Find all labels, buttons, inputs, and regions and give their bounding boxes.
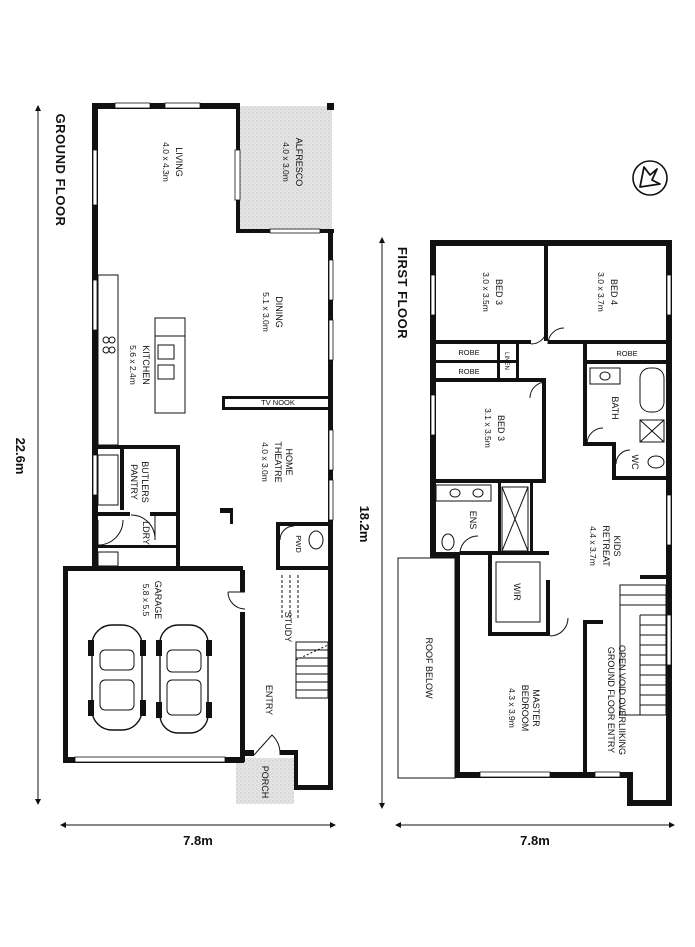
void-label-1: OPEN VOID OVERLIIKING (617, 645, 627, 755)
alfresco-label: ALFRESCO (294, 138, 304, 187)
first-depth-label: 18.2m (357, 506, 372, 543)
car-right-icon (156, 624, 212, 734)
bed3-top-size: 3.0 x 3.5m (481, 272, 491, 312)
roof-below-label: ROOF BELOW (424, 637, 434, 699)
laundry-label: LDRY (141, 521, 151, 545)
alfresco-paving (239, 106, 332, 230)
master-size: 4.3 x 3.9m (507, 688, 517, 728)
dining-label: DINING (274, 296, 284, 328)
wc-label: WC (630, 455, 640, 470)
kitchen-size: 5.6 x 2.4m (128, 345, 138, 385)
first-floor-plan: BED 3 3.0 x 3.5m BED 4 3.0 x 3.7m ROBE R… (357, 237, 675, 848)
tv-nook-label: TV NOOK (261, 398, 295, 407)
first-width-label: 7.8m (520, 833, 550, 848)
first-floor-heading: FIRST FLOOR (395, 247, 410, 339)
roof-below-outline (397, 557, 456, 779)
study-label: STUDY (283, 612, 293, 643)
north-arrow-icon (632, 160, 668, 196)
ground-stairs (281, 575, 329, 699)
retreat-label: RETREAT (601, 525, 611, 567)
kids-label: KIDS (612, 535, 622, 556)
void-label-2: GROUND FLOOR ENTRY (606, 647, 616, 753)
robe-label-2: ROBE (458, 367, 479, 376)
dining-size: 5.1 x 3.0m (261, 292, 271, 332)
entry-label: ENTRY (264, 685, 274, 715)
ground-width-label: 7.8m (183, 833, 213, 848)
ens-label: ENS (468, 511, 478, 530)
living-label: LIVING (174, 147, 184, 177)
powder-label: PWD (294, 535, 303, 553)
kids-retreat-size: 4.4 x 3.7m (588, 526, 598, 566)
home-theatre-label-2: THEATRE (273, 441, 283, 482)
bed4-size: 3.0 x 3.7m (596, 272, 606, 312)
ground-depth-label: 22.6m (13, 438, 28, 475)
alfresco-size: 4.0 x 3.0m (281, 142, 291, 182)
wir-label: WIR (512, 583, 522, 601)
robe-label-1: ROBE (458, 348, 479, 357)
bed3-top-label: BED 3 (494, 279, 504, 305)
pantry-label: PANTRY (129, 464, 139, 500)
bed3-mid-size: 3.1 x 3.5m (483, 408, 493, 448)
linen-label: LINEN (503, 352, 509, 370)
bed4-label: BED 4 (609, 279, 619, 305)
kitchen-label: KITCHEN (141, 345, 151, 385)
bathtub-icon (639, 367, 665, 413)
ground-floor-plan: LIVING 4.0 x 4.3m ALFRESCO 4.0 x 3.0m DI… (13, 102, 336, 848)
butlers-label: BUTLERS (140, 461, 150, 503)
home-theatre-label-1: HOME (284, 449, 294, 476)
bath-label: BATH (610, 396, 620, 419)
porch-label: PORCH (260, 766, 270, 799)
bed3-mid-label: BED 3 (496, 415, 506, 441)
bedroom-label: BEDROOM (520, 685, 530, 732)
car-left-icon (88, 624, 146, 731)
garage-size: 5.8 x 5.5 (141, 584, 151, 617)
master-label: MASTER (531, 689, 541, 727)
porch-paving (236, 758, 294, 804)
robe-label-3: ROBE (616, 349, 637, 358)
garage-label: GARAGE (153, 581, 163, 620)
void-stairs (619, 584, 667, 716)
home-theatre-size: 4.0 x 3.0m (260, 442, 270, 482)
living-size: 4.0 x 4.3m (161, 142, 171, 182)
ground-floor-heading: GROUND FLOOR (53, 114, 68, 227)
